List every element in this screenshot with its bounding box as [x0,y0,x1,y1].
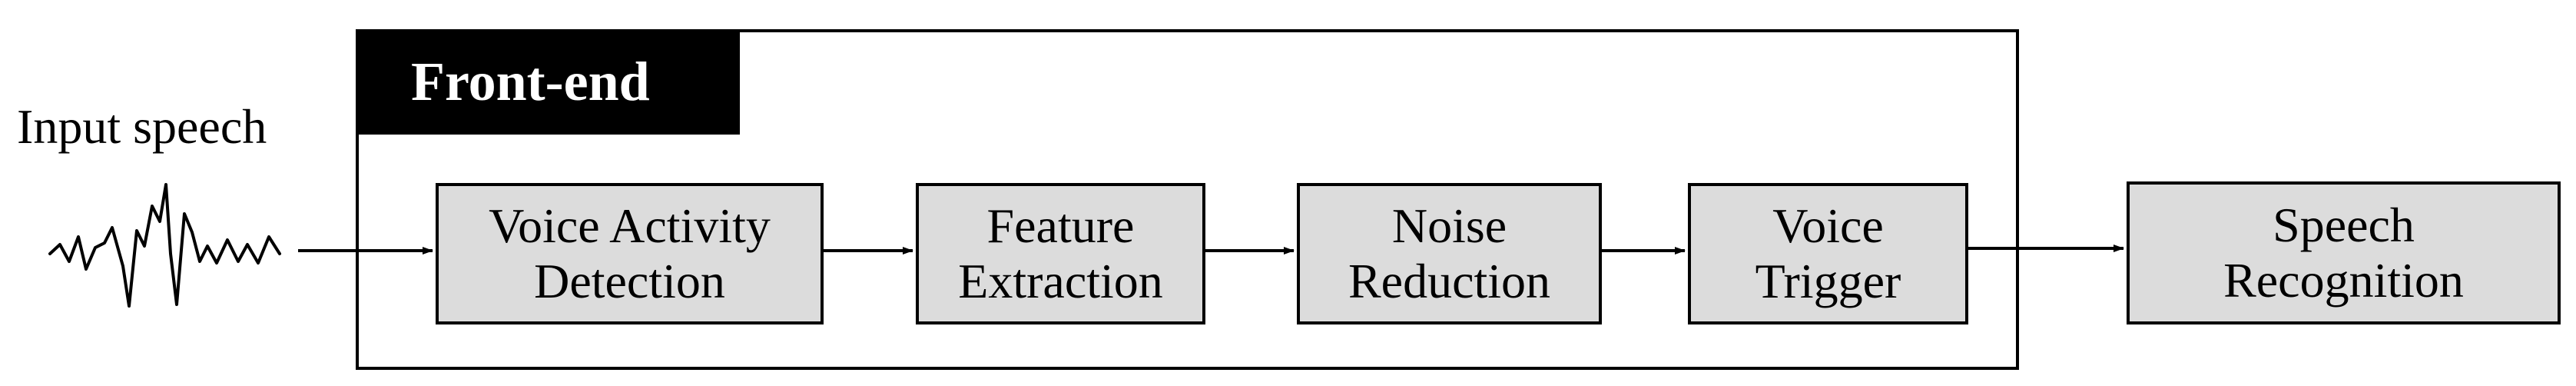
block-label-line1: Feature [986,198,1135,254]
block-label-line1: Noise [1391,198,1507,254]
block-noise-reduction: Noise Reduction [1297,183,1602,324]
block-voice-activity-detection: Voice Activity Detection [436,183,824,324]
block-speech-recognition: Speech Recognition [2127,181,2561,324]
block-voice-trigger: Voice Trigger [1688,183,1968,324]
frontend-title: Front-end [356,29,740,135]
frontend-container [356,29,2019,370]
block-label-line1: Voice Activity [489,198,771,254]
block-label-line1: Speech [2273,198,2415,253]
block-label-line2: Recognition [2223,253,2464,308]
block-label-line2: Detection [534,254,725,308]
block-feature-extraction: Feature Extraction [916,183,1205,324]
input-speech-label: Input speech [17,99,267,154]
block-label-line2: Reduction [1348,254,1551,308]
block-label-line2: Trigger [1755,254,1901,308]
block-label-line2: Extraction [958,254,1163,308]
block-label-line1: Voice [1772,198,1884,254]
speech-waveform-icon [48,183,281,308]
